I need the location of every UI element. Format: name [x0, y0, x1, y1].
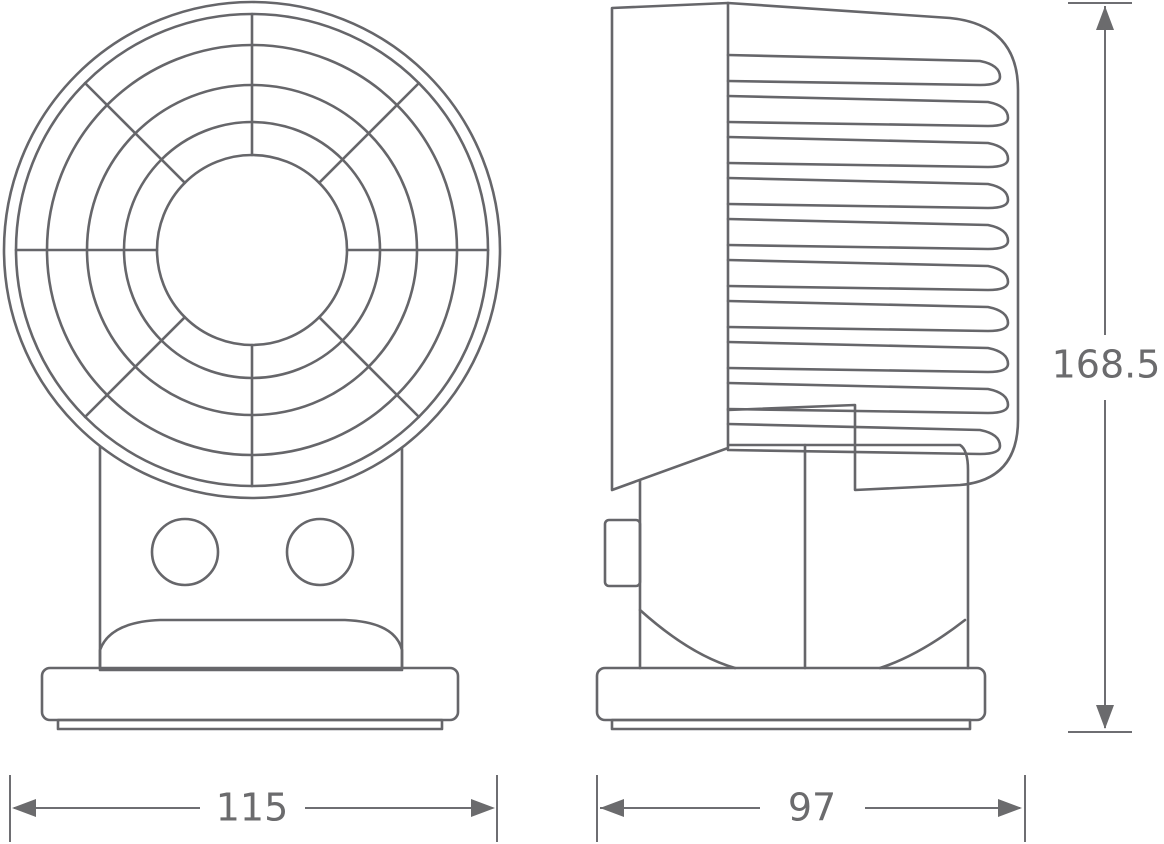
side-grill-outline [726, 1, 1020, 492]
side-grill-bars [726, 53, 1010, 456]
height-label: 168.5 [1052, 343, 1161, 387]
side-base-feet [610, 718, 972, 731]
grill-bar [726, 381, 1010, 415]
side-body-curve [638, 608, 737, 670]
front-stand-slot [98, 618, 404, 670]
side-base-plate [595, 666, 987, 722]
grill-spoke [317, 315, 421, 419]
arrow-up-icon [1096, 6, 1114, 30]
grill-spoke [317, 81, 421, 185]
side-body-curve [878, 618, 967, 670]
grill-bar [726, 422, 1002, 456]
grill-bar [726, 340, 1010, 374]
side-lower-body [638, 443, 807, 670]
width-label: 115 [216, 786, 289, 830]
front-view [2, 0, 502, 731]
side-view [595, 1, 1020, 731]
grill-bar [726, 258, 1010, 292]
side-knob [603, 518, 642, 588]
button-right [285, 517, 355, 587]
front-base-feet [56, 718, 444, 731]
dimension-width: 115 [9, 775, 498, 842]
arrow-left-icon [12, 799, 36, 817]
arrow-right-icon [998, 799, 1022, 817]
grill-bar [726, 53, 1002, 87]
grill-bar [726, 135, 1010, 169]
grill-bar [726, 217, 1010, 251]
side-back-panel [610, 1, 730, 492]
button-left [150, 517, 220, 587]
grill-bar [726, 94, 1010, 128]
front-grill-spokes [14, 12, 490, 488]
grill-bar [726, 176, 1010, 210]
dimension-depth: 97 [596, 775, 1026, 842]
front-base-plate [40, 666, 460, 722]
grill-spoke [83, 81, 187, 185]
depth-label: 97 [788, 786, 836, 830]
arrow-right-icon [471, 799, 495, 817]
arrow-left-icon [600, 799, 624, 817]
dimension-height: 168.5 [1052, 2, 1161, 733]
grill-spoke [83, 315, 187, 419]
arrow-down-icon [1096, 705, 1114, 729]
grill-bar [726, 299, 1010, 333]
